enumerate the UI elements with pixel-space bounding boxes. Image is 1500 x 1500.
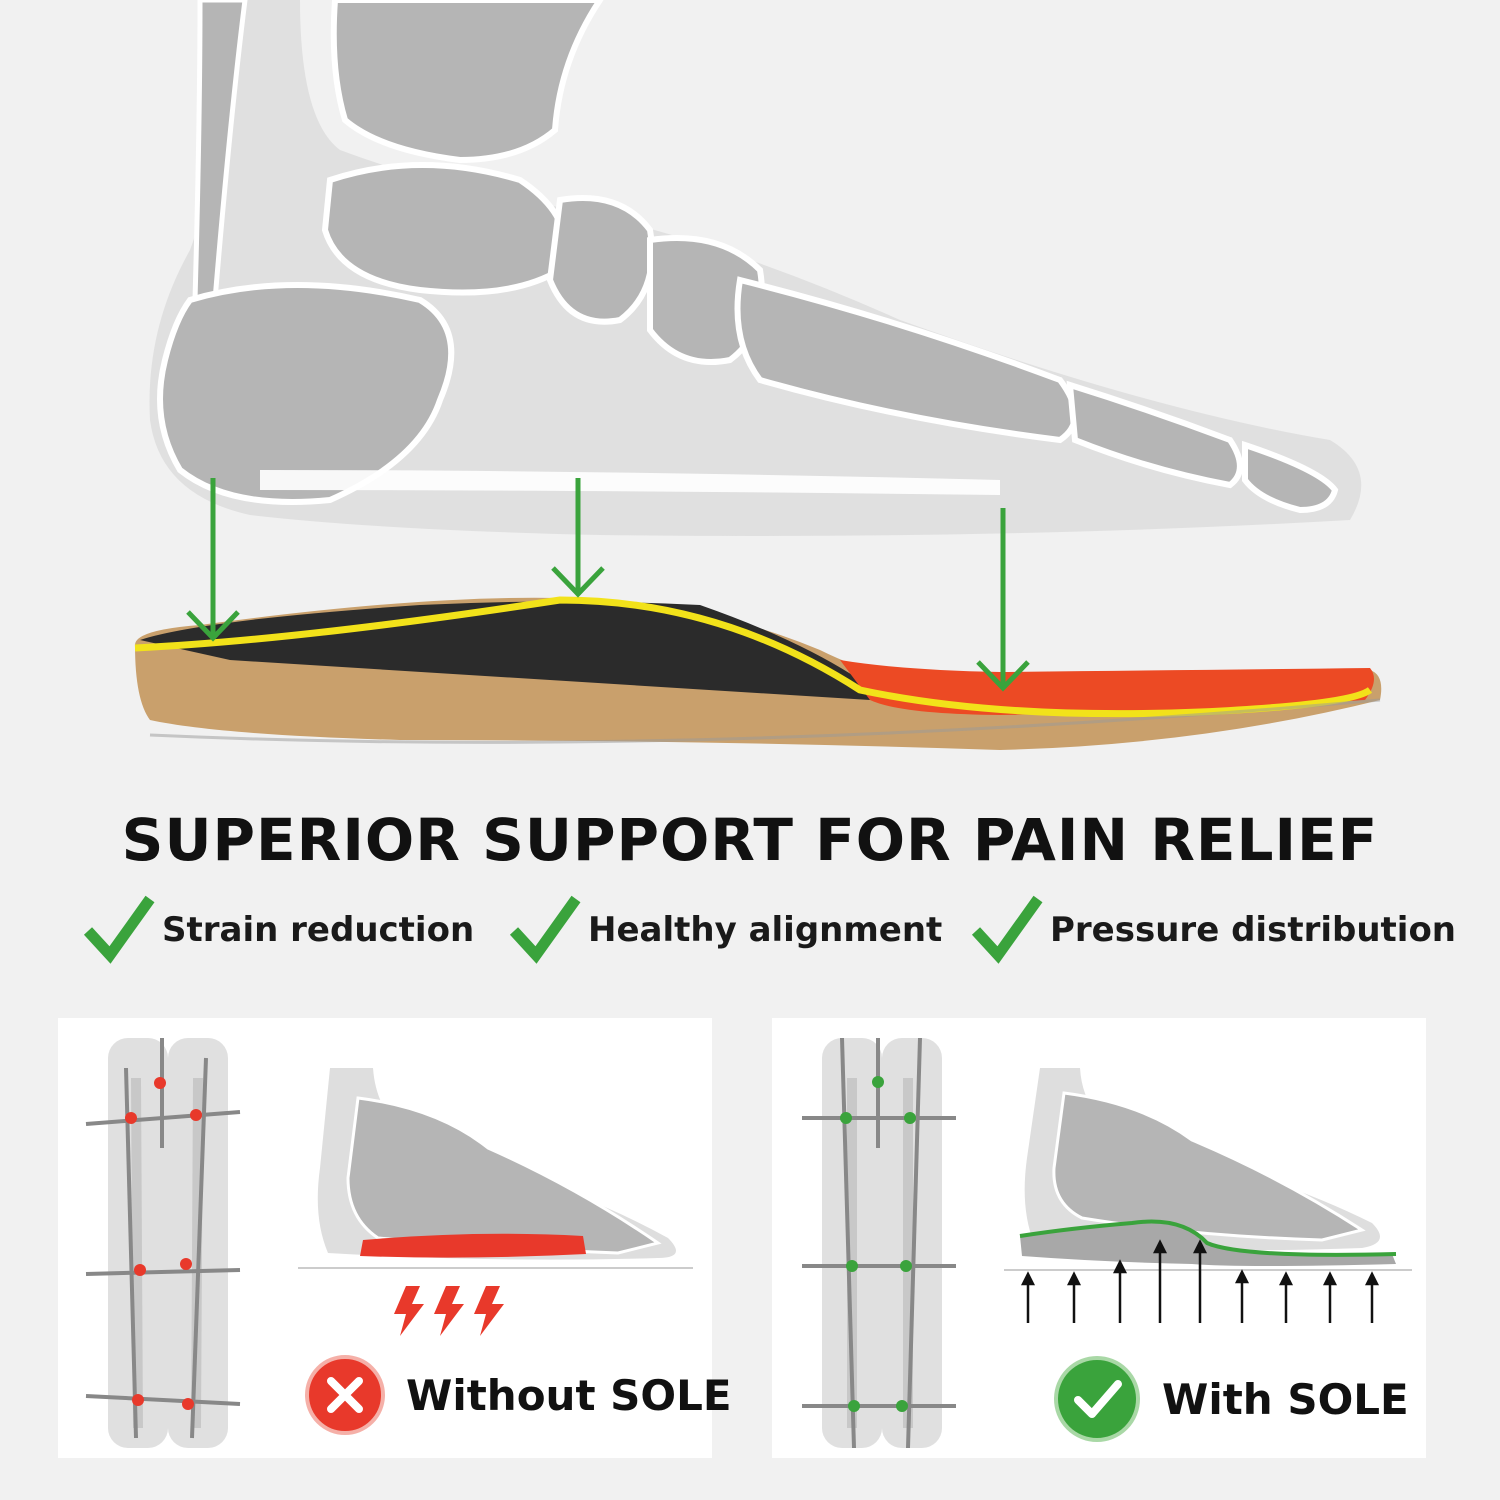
benefit-healthy-alignment: Healthy alignment xyxy=(508,895,942,965)
benefit-label: Pressure distribution xyxy=(1050,910,1457,950)
plantar-fascia xyxy=(260,470,1000,495)
benefit-strain-reduction: Strain reduction xyxy=(82,895,474,965)
check-circle-icon xyxy=(1054,1356,1140,1442)
alignment-points xyxy=(840,1076,916,1412)
pressure-arrows xyxy=(186,478,1030,692)
leg-axis-right xyxy=(190,1057,208,1439)
x-circle-icon xyxy=(305,1355,385,1435)
page-title: SUPERIOR SUPPORT FOR PAIN RELIEF xyxy=(121,806,1379,874)
leg-axis-left xyxy=(124,1067,138,1439)
foot-insole-illustration xyxy=(134,0,1382,750)
pressure-zone xyxy=(360,1233,586,1258)
knee-line xyxy=(85,1268,241,1276)
phalanx-bone xyxy=(1066,380,1243,489)
supported-foot-illustration xyxy=(1004,1068,1412,1271)
navicular-bone xyxy=(546,195,655,325)
panel-with-sole: With SOLE xyxy=(772,1018,1426,1458)
support-arrows xyxy=(1020,1239,1380,1323)
insole-top-black xyxy=(140,601,870,700)
check-icon xyxy=(971,895,1043,964)
metatarsal-bone xyxy=(734,276,1078,444)
misaligned-legs-illustration xyxy=(85,1038,693,1448)
check-icon xyxy=(509,895,581,964)
panel-without-sole: Without SOLE xyxy=(58,1018,732,1458)
toe-tip-bone xyxy=(1242,440,1339,514)
sole-insole-rim xyxy=(1019,1219,1397,1257)
verdict-label: With SOLE xyxy=(1162,1374,1409,1424)
pain-points xyxy=(125,1077,202,1410)
verdict-with-sole: With SOLE xyxy=(1052,1354,1409,1444)
benefit-label: Strain reduction xyxy=(162,910,475,950)
benefit-pressure-distribution: Pressure distribution xyxy=(970,895,1456,965)
verdict-without-sole: Without SOLE xyxy=(304,1354,732,1436)
arrow-arch-head xyxy=(551,566,605,598)
verdict-label: Without SOLE xyxy=(406,1370,732,1420)
leg-axis-left xyxy=(840,1037,856,1449)
arrow-forefoot-head xyxy=(976,660,1030,692)
pain-lightning-icons xyxy=(394,1286,504,1336)
talus-bone xyxy=(321,162,568,296)
leg-axis-right xyxy=(906,1037,922,1449)
insole-shadow xyxy=(149,698,1381,744)
tibia-bone xyxy=(330,0,604,164)
check-icon xyxy=(83,895,155,964)
insole xyxy=(134,596,1382,750)
insole-rim xyxy=(134,596,1373,718)
benefit-label: Healthy alignment xyxy=(588,910,943,950)
aligned-legs-illustration xyxy=(802,1037,1412,1449)
arrow-heel-head xyxy=(186,610,240,642)
insole-top-orange xyxy=(840,660,1374,715)
flat-foot-illustration xyxy=(298,1068,693,1269)
ankle-line xyxy=(85,1394,241,1406)
